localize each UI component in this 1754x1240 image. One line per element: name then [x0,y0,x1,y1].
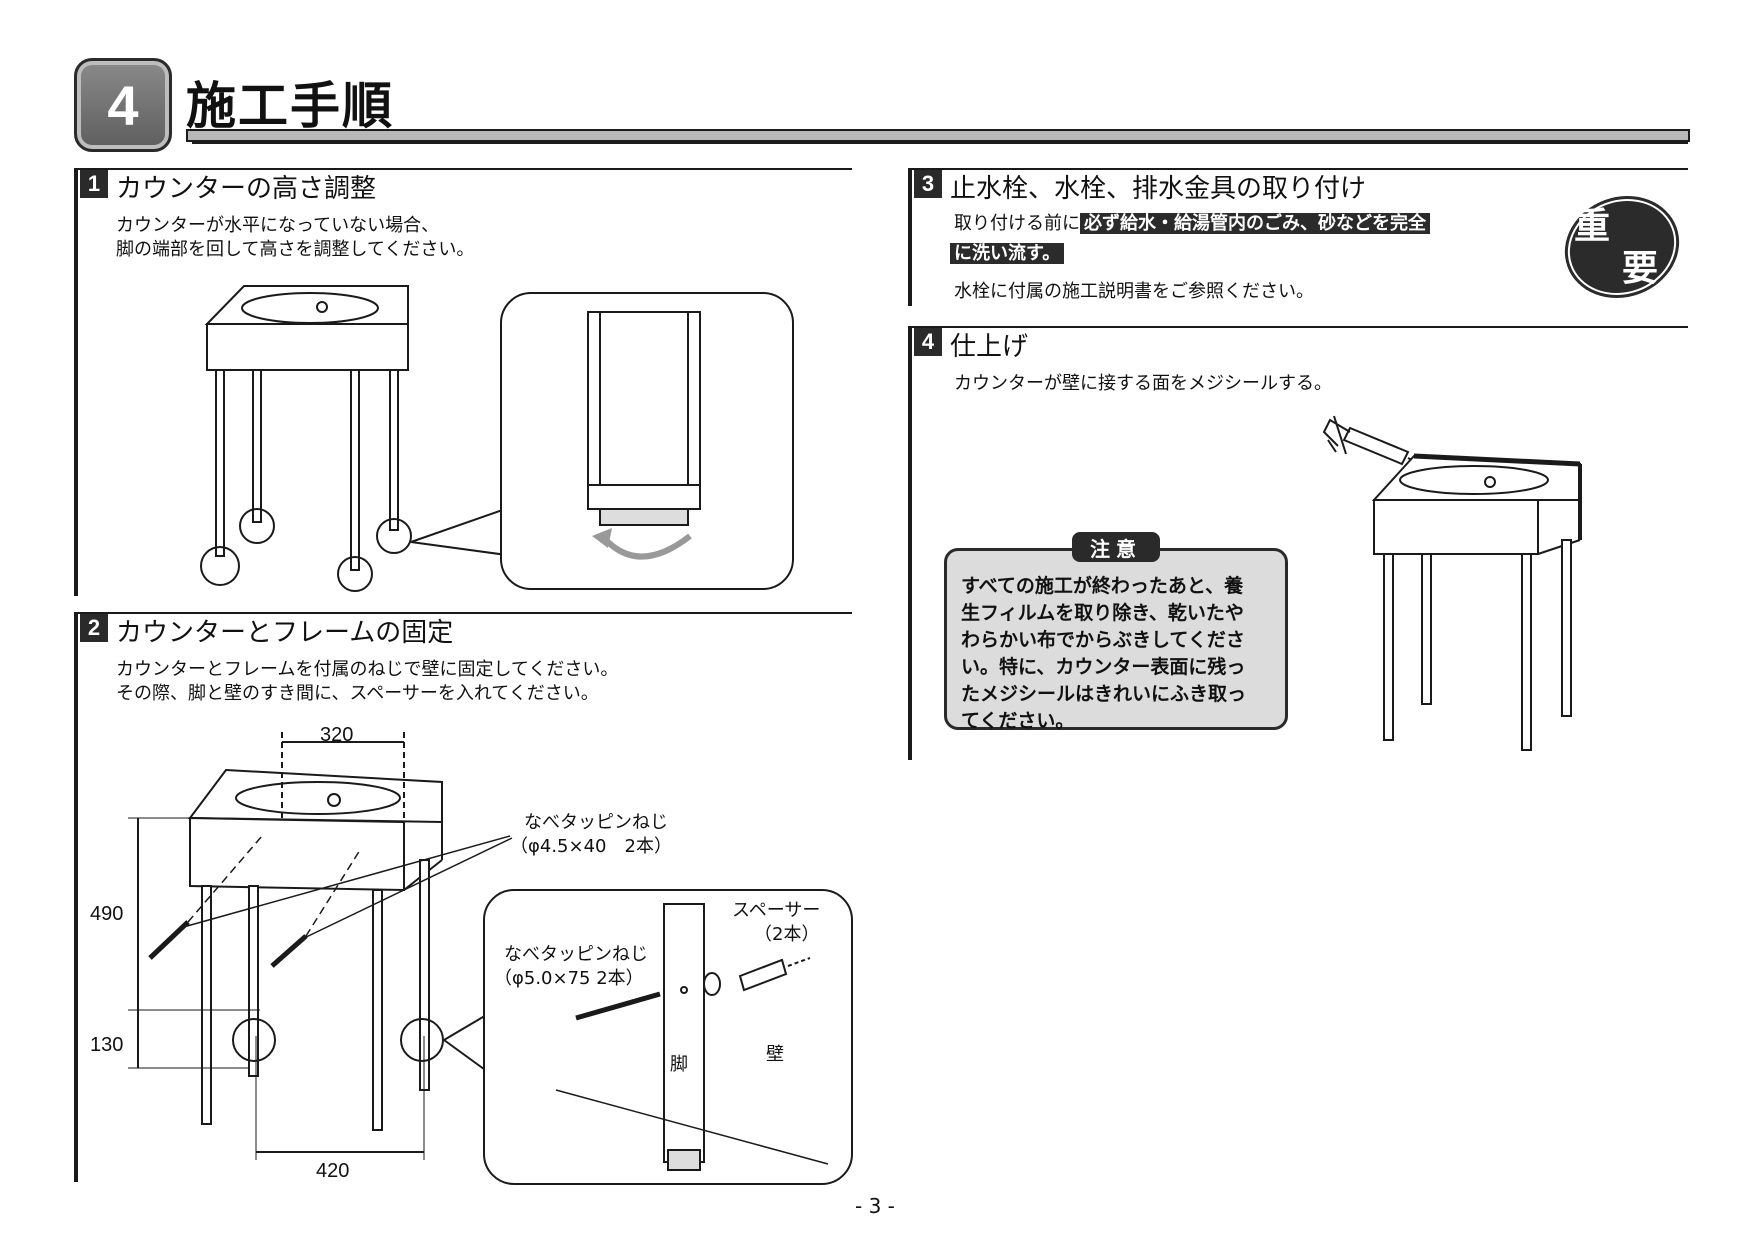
step-number: 4 [107,73,139,137]
important-badge: 重 要 [1564,195,1680,299]
section-4-number: 4 [914,328,942,356]
section-4-rule [908,326,1688,328]
section-3-text-line-3: 水栓に付属の施工説明書をご参照ください。 [954,281,1314,302]
leg-label: 脚 [670,1054,688,1075]
dim-130: 130 [90,1034,124,1056]
spacer-label-line-2: （2本） [754,924,820,945]
section-2-text-line-1: カウンターとフレームを付属のねじで壁に固定してください。 [116,659,619,680]
caution-line-4: い。特に、カウンター表面に残っ [961,656,1246,678]
section-1-text-line-2: 脚の端部を回して高さを調整してください。 [116,239,475,260]
section-2-number: 2 [80,614,108,642]
section-1-number: 1 [80,170,108,198]
section-3-highlight-1: 必ず給水・給湯管内のごみ、砂などを完全 [1080,213,1430,234]
section-4-text: カウンターが壁に接する面をメジシールする。 [954,373,1332,394]
section-2-bar [74,612,78,1182]
dim-420: 420 [316,1160,350,1182]
caution-line-3: わらかい布でからぶきしてくださ [961,629,1245,651]
caution-line-1: すべての施工が終わったあと、養 [961,575,1244,597]
section-4-title: 仕上げ [950,332,1029,362]
caution-tag: 注意 [1072,532,1160,562]
section-2-title: カウンターとフレームの固定 [116,618,454,648]
section-3-number: 3 [914,170,942,198]
screw-label-line-2: （φ4.5×40 2本） [510,836,672,857]
section-3-text-line-1: 取り付ける前に必ず給水・給湯管内のごみ、砂などを完全 [954,212,1430,236]
section-1-title: カウンターの高さ調整 [116,174,377,204]
caution-line-6: てください。 [961,710,1075,732]
spacer-label-line-1: スペーサー [732,900,821,921]
title-rule-shadow [192,141,1688,144]
page-title: 施工手順 [186,77,394,135]
section-3-bar [908,168,912,306]
wall-label: 壁 [766,1044,784,1065]
caution-line-5: たメジシールはきれいにふき取っ [961,683,1247,705]
section-3-rule [908,168,1688,170]
section-2-text-line-2: その際、脚と壁のすき間に、スペーサーを入れてください。 [116,683,599,704]
section-3-text-line-2: に洗い流す。 [950,242,1065,266]
detail-screw-label-line-1: なべタッピンねじ [504,944,648,965]
dim-320: 320 [320,724,354,746]
section-3-title: 止水栓、水栓、排水金具の取り付け [950,174,1367,204]
caution-box: すべての施工が終わったあと、養 生フィルムを取り除き、乾いたや わらかい布でから… [944,548,1288,732]
caution-line-2: 生フィルムを取り除き、乾いたや [961,602,1244,624]
step-number-badge: 4 [74,58,172,152]
dim-490: 490 [90,903,124,925]
screw-label-line-1: なべタッピンねじ [524,812,668,833]
important-badge-char-1: 重 [1574,206,1610,247]
section-3-highlight-2: に洗い流す。 [950,243,1065,264]
section-1-text-line-1: カウンターが水平になっていない場合、 [116,215,440,236]
section-2-rule [74,612,852,614]
section-1-bar [74,168,78,596]
detail-screw-label-line-2: （φ5.0×75 2本） [494,968,644,989]
section-3-text-prefix: 取り付ける前に [954,213,1080,234]
section-4-bar [908,326,912,760]
page-number: - 3 - [855,1194,895,1218]
important-badge-char-2: 要 [1622,248,1658,289]
section-1-rule [74,168,852,170]
